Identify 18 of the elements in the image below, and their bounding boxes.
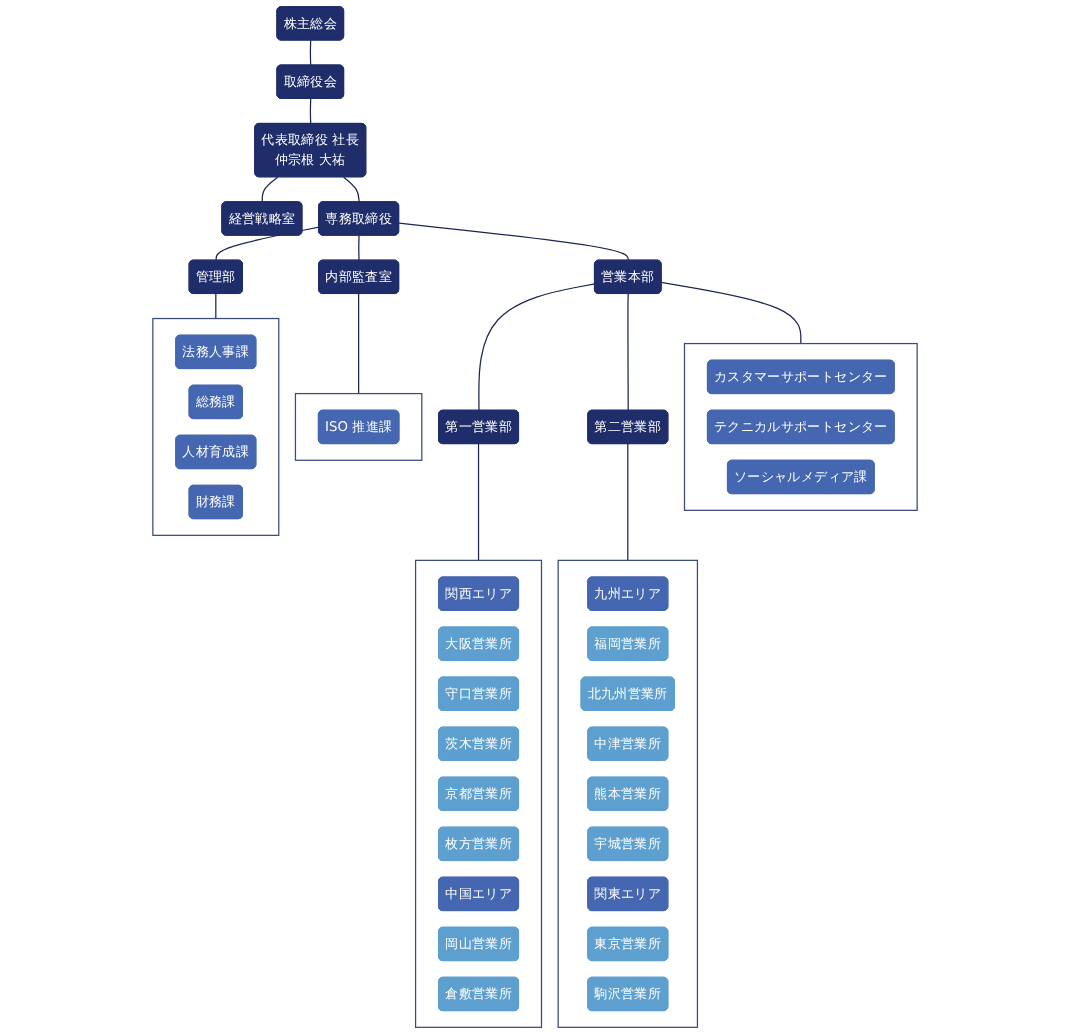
connector bbox=[215, 292, 217, 320]
connector bbox=[660, 281, 802, 345]
connector bbox=[261, 176, 279, 203]
cluster bbox=[557, 559, 699, 1028]
connector bbox=[478, 283, 596, 412]
connector bbox=[309, 98, 312, 125]
connector bbox=[309, 39, 312, 67]
cluster bbox=[294, 392, 423, 461]
connector bbox=[358, 234, 360, 262]
cluster bbox=[683, 342, 918, 511]
connector bbox=[627, 293, 629, 412]
connector bbox=[627, 443, 629, 561]
connector bbox=[343, 176, 360, 203]
connector bbox=[398, 222, 629, 262]
cluster bbox=[414, 559, 543, 1028]
connector bbox=[477, 443, 480, 561]
connector bbox=[358, 292, 360, 395]
cluster bbox=[152, 317, 280, 536]
